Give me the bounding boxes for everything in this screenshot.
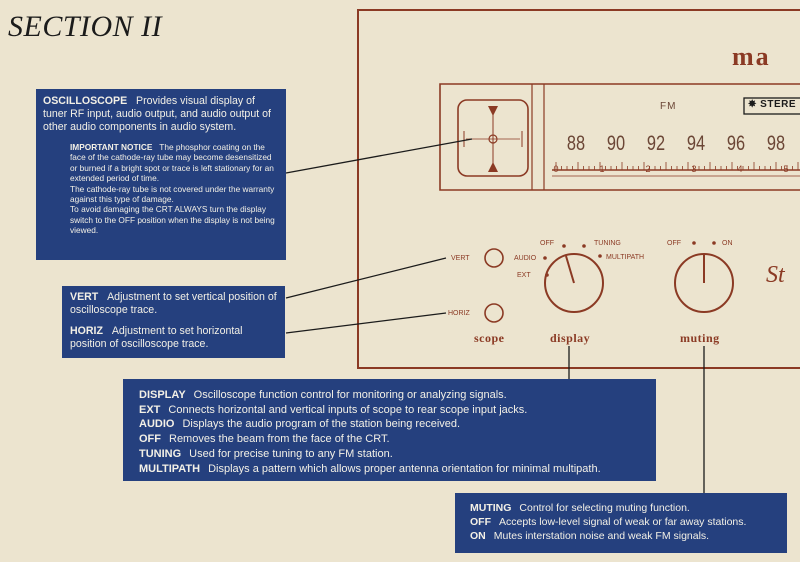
- stereo-label: ✸ STERE: [748, 99, 797, 110]
- notice-heading: IMPORTANT NOTICE: [70, 142, 153, 152]
- dial-mhz-labels: 88 90 92 94 96 98: [567, 131, 785, 154]
- dial-mhz-label: 90: [607, 131, 625, 154]
- stereo-text: STERE: [760, 99, 797, 110]
- display-text: Used for precise tuning to any FM statio…: [189, 447, 393, 460]
- horiz-label: HORIZ: [448, 310, 470, 317]
- vert-label: VERT: [451, 255, 470, 262]
- display-ext-label: EXT: [517, 272, 531, 279]
- horiz-callout: HORIZ Adjustment to set horizontal posit…: [62, 322, 285, 358]
- important-notice: IMPORTANT NOTICE The phosphor coating on…: [70, 142, 279, 236]
- notice-body: The phosphor coating on the face of the …: [70, 142, 274, 184]
- display-audio-label: AUDIO: [514, 255, 537, 262]
- horiz-knob: [484, 303, 504, 323]
- muting-term: OFF: [470, 516, 491, 528]
- oscilloscope-callout: OSCILLOSCOPE Provides visual display of …: [36, 89, 286, 260]
- vert-heading: VERT: [70, 291, 99, 303]
- display-off-label: OFF: [540, 240, 554, 247]
- dial-log-label: 1: [599, 164, 604, 174]
- display-text: Removes the beam from the face of the CR…: [169, 433, 390, 446]
- display-row: TUNING Used for precise tuning to any FM …: [139, 447, 640, 462]
- display-term: DISPLAY: [139, 389, 186, 401]
- notice-instruction: To avoid damaging the CRT ALWAYS turn th…: [70, 204, 275, 236]
- horiz-text: Adjustment to set horizontal position of…: [70, 325, 243, 350]
- dial-mhz-label: 96: [727, 131, 745, 154]
- dial-log-label: 2: [645, 164, 650, 174]
- display-knob: [544, 253, 604, 313]
- display-term: EXT: [139, 403, 161, 416]
- oscilloscope-heading: OSCILLOSCOPE: [43, 95, 128, 107]
- display-row: EXT Connects horizontal and vertical inpu…: [139, 403, 640, 418]
- selector-dots: [543, 241, 716, 277]
- muting-text: Mutes interstation noise and weak FM sig…: [493, 530, 710, 542]
- dial-mhz-label: 88: [567, 131, 585, 154]
- brand-fragment: ma: [732, 42, 771, 71]
- display-row: OFF Removes the beam from the face of the…: [139, 432, 640, 447]
- display-callout: DISPLAY Oscilloscope function control for…: [123, 379, 656, 481]
- muting-row: OFF Accepts low-level signal of weak or f…: [470, 515, 772, 529]
- display-knob-label: display: [550, 331, 591, 345]
- oscilloscope-text: Provides visual display of tuner RF inpu…: [43, 95, 271, 133]
- vert-text: Adjustment to set vertical position of o…: [70, 291, 277, 316]
- crt-screen: [457, 99, 529, 177]
- display-row: MULTIPATH Displays a pattern which allows…: [139, 462, 640, 477]
- muting-knob-label: muting: [680, 331, 720, 345]
- band-label: FM: [660, 101, 677, 112]
- display-text: Oscilloscope function control for monito…: [193, 389, 507, 401]
- muting-callout: MUTING Control for selecting muting funct…: [455, 493, 787, 553]
- section-title: SECTION II: [8, 10, 163, 43]
- dial-mhz-label: 94: [687, 131, 705, 154]
- notice-warranty: The cathode-ray tube is not covered unde…: [70, 183, 275, 205]
- muting-term: ON: [470, 530, 486, 542]
- display-multipath-label: MULTIPATH: [606, 254, 645, 261]
- dial-window: [439, 83, 800, 191]
- muting-on-label: ON: [722, 240, 733, 247]
- display-text: Connects horizontal and vertical inputs …: [168, 403, 528, 416]
- dial-log-label: 5: [783, 164, 788, 174]
- muting-off-label: OFF: [667, 240, 681, 247]
- display-term: TUNING: [139, 447, 182, 460]
- display-tuning-label: TUNING: [594, 240, 621, 247]
- dial-log-label: 0: [553, 164, 558, 174]
- display-term: MULTIPATH: [139, 462, 201, 475]
- horiz-heading: HORIZ: [70, 325, 103, 337]
- muting-row: MUTING Control for selecting muting funct…: [470, 501, 772, 515]
- muting-text: Accepts low-level signal of weak or far …: [499, 516, 747, 528]
- dial-log-label: 3: [691, 164, 696, 174]
- display-row: AUDIO Displays the audio program of the s…: [139, 417, 640, 432]
- dial-log-label: 4: [737, 164, 742, 174]
- muting-text: Control for selecting muting function.: [519, 502, 690, 514]
- vert-callout: VERT Adjustment to set vertical position…: [62, 286, 285, 326]
- display-text: Displays a pattern which allows proper a…: [208, 462, 601, 475]
- dial-log-labels: 0 1 2 3 4 5: [553, 164, 788, 174]
- display-term: AUDIO: [139, 418, 175, 431]
- vert-knob: [484, 248, 504, 268]
- oscilloscope-description: OSCILLOSCOPE Provides visual display of …: [43, 95, 279, 134]
- dial-mhz-label: 98: [767, 131, 785, 154]
- dial-mhz-label: 92: [647, 131, 665, 154]
- display-row: DISPLAY Oscilloscope function control for…: [139, 388, 640, 403]
- muting-row: ON Mutes interstation noise and weak FM s…: [470, 529, 772, 543]
- muting-knob: [674, 253, 734, 313]
- leader-lines: [285, 138, 705, 493]
- display-text: Displays the audio program of the statio…: [182, 418, 461, 431]
- faceplate-outline: [357, 9, 800, 369]
- muting-term: MUTING: [470, 502, 512, 514]
- display-term: OFF: [139, 433, 161, 446]
- scope-knob-label: scope: [474, 331, 505, 345]
- dial-ticks: [555, 162, 799, 170]
- script-fragment: St: [766, 262, 785, 288]
